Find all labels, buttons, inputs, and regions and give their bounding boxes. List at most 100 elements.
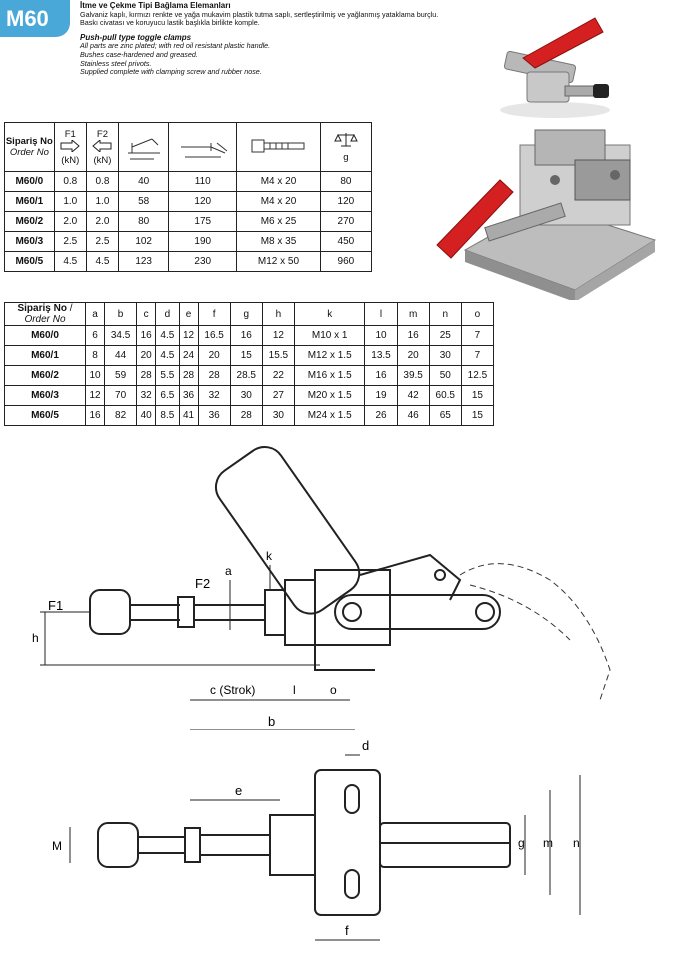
order-no-cell: M60/2: [4, 211, 55, 232]
dim-cell: 12: [178, 325, 199, 346]
dim-cell: 16: [229, 325, 263, 346]
label-M: M: [52, 839, 62, 853]
dim-cell: 10: [364, 325, 398, 346]
dim-header-cell: o: [460, 302, 495, 326]
dim-cell: 12.5: [460, 365, 495, 386]
mount-plate: [314, 769, 381, 916]
dim-cell: 19: [364, 385, 398, 406]
title-tr: İtme ve Çekme Tipi Bağlama Elemanları: [80, 1, 231, 10]
dim-cell: 42: [396, 385, 430, 406]
f1-label: F1: [64, 128, 76, 140]
dim-cell: 60.5: [428, 385, 462, 406]
desc-tr-line-2: Baskı civatası ve koruyucu lastik başlık…: [80, 18, 260, 28]
label-f: f: [345, 923, 349, 938]
dim-cell: 20: [136, 345, 157, 366]
dim-cell: 7: [460, 325, 495, 346]
dim-cell: 16: [136, 325, 157, 346]
order-no-cell: M60/5: [4, 405, 86, 426]
clamp-open-icon: [127, 138, 160, 159]
dim-header-cell: l: [364, 302, 398, 326]
link-arm: [334, 594, 501, 630]
spec-cell: 123: [118, 251, 170, 272]
arrow-right-icon: [60, 138, 81, 153]
dim-cell: 25: [428, 325, 462, 346]
dim-cell: 15: [229, 345, 263, 366]
base-plate: [314, 635, 375, 671]
dim-cell: 15: [460, 385, 495, 406]
dim-cell: 30: [229, 385, 263, 406]
dim-cell: 5.5: [155, 365, 180, 386]
specs-header-row: Sipariş No Order No F1 (kN) F2 (kN) g: [4, 122, 373, 172]
spec-cell: 450: [319, 231, 373, 252]
dim-cell: 30: [428, 345, 462, 366]
f2-unit: (kN): [93, 154, 112, 166]
dim-cell: 15.5: [261, 345, 295, 366]
spec-cell: 270: [319, 211, 373, 232]
top-view-drawing: e d M g m n f: [52, 738, 581, 941]
handle-outline: [214, 446, 361, 615]
desc-tr-line-1: Galvaniz kaplı, kırmızı renkte ve yağa m…: [80, 9, 439, 19]
label-d: d: [362, 738, 369, 753]
product-description: İtme ve Çekme Tipi Bağlama Elemanları Ga…: [80, 1, 480, 77]
header-f1: F1 (kN): [53, 122, 87, 172]
header-length-diagram: [168, 122, 238, 172]
dim-cell: 4.5: [155, 325, 180, 346]
dim-header-cell: b: [104, 302, 138, 326]
order-label-en: Order No: [9, 147, 49, 158]
dim-header-cell: g: [229, 302, 263, 326]
spec-cell: M8 x 35: [236, 231, 321, 252]
scale-icon: [334, 133, 358, 147]
label-c-stroke: c (Strok): [210, 683, 255, 697]
order-no-cell: M60/5: [4, 251, 55, 272]
dim-cell: 44: [104, 345, 138, 366]
dim-cell: 16.5: [197, 325, 231, 346]
dim-cell: 20: [197, 345, 231, 366]
spec-cell: 0.8: [85, 171, 120, 192]
spec-cell: M4 x 20: [236, 191, 321, 212]
label-k: k: [266, 549, 273, 563]
product-photo-small: [500, 17, 610, 118]
label-n: n: [573, 836, 580, 850]
screw-icon: [251, 139, 305, 152]
title-en: Push-pull type toggle clamps: [80, 32, 192, 42]
dim-cell: M12 x 1.5: [293, 345, 366, 366]
dim-cell: 28: [229, 405, 263, 426]
order-no-cell: M60/3: [4, 231, 55, 252]
spec-cell: M4 x 20: [236, 171, 321, 192]
spec-cell: 0.8: [53, 171, 87, 192]
header-weight: g: [319, 122, 373, 172]
dim-cell: 40: [136, 405, 157, 426]
dim-cell: 32: [136, 385, 157, 406]
header-order-no: Sipariş No Order No: [4, 122, 55, 172]
dim-header-cell: c: [136, 302, 157, 326]
side-view-drawing: F1 F2 a k h c (Strok) l o b: [32, 446, 611, 730]
dim-cell: 65: [428, 405, 462, 426]
dim-cell: M20 x 1.5: [293, 385, 366, 406]
spec-cell: 120: [168, 191, 238, 212]
spec-cell: 80: [118, 211, 170, 232]
spec-cell: 175: [168, 211, 238, 232]
model-badge: M60: [0, 0, 70, 37]
nut: [177, 596, 195, 628]
label-e: e: [235, 783, 242, 798]
dim-cell: 12: [261, 325, 295, 346]
order-label-tr-2: Sipariş No: [17, 303, 67, 314]
specs-table: Sipariş No Order No F1 (kN) F2 (kN) g M6…: [4, 122, 373, 272]
dim-cell: 36: [178, 385, 199, 406]
desc-en-line-1: All parts are zinc plated; with red oil …: [80, 41, 271, 51]
dim-cell: 30: [261, 405, 295, 426]
header-screw: [236, 122, 321, 172]
spec-cell: 2.0: [53, 211, 87, 232]
f1-unit: (kN): [61, 154, 80, 166]
dim-header-cell: h: [261, 302, 295, 326]
spec-cell: 120: [319, 191, 373, 212]
dim-cell: M16 x 1.5: [293, 365, 366, 386]
dim-header-cell: f: [197, 302, 231, 326]
clamp-closed-icon: [180, 142, 228, 157]
